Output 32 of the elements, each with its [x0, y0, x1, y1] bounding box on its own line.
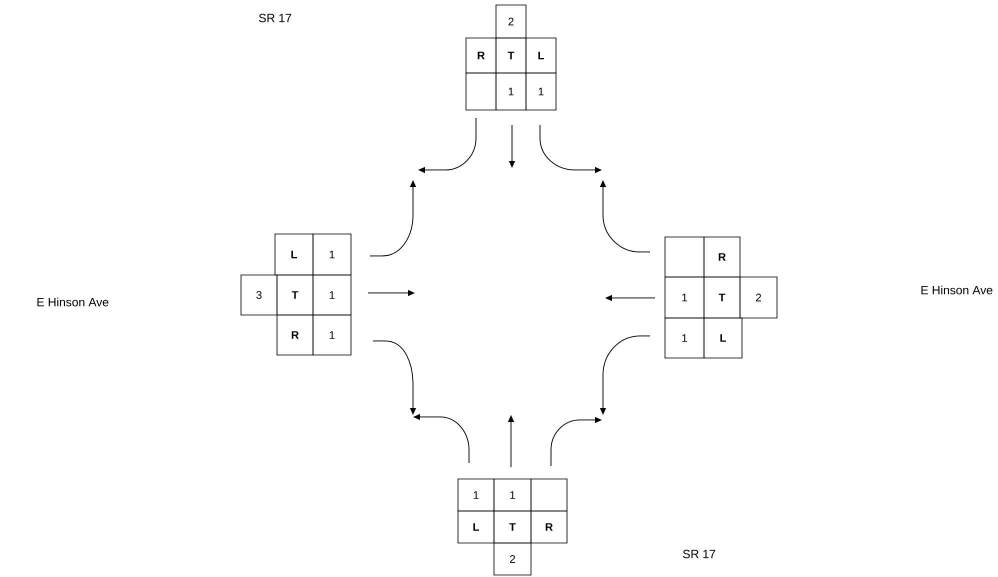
empty-cell	[466, 72, 496, 110]
street-label: E Hinson Ave	[921, 286, 992, 294]
lane-cell: L	[526, 38, 556, 74]
lane-cell: R	[704, 236, 740, 278]
lane-cell: 1	[664, 318, 704, 358]
lane-cell: 2	[740, 276, 778, 318]
lane-cell: 1	[312, 274, 352, 316]
lane-cell: 1	[312, 314, 352, 356]
street-label: E Hinson Ave	[37, 298, 108, 306]
lane-cell: T	[276, 274, 314, 316]
lane-cell: R	[276, 314, 314, 356]
lane-cell: 1	[494, 478, 532, 512]
lane-cell: L	[274, 234, 314, 276]
lane-cell: R	[466, 38, 496, 74]
lane-cell: L	[704, 318, 742, 358]
empty-cell	[664, 236, 704, 278]
lane-cell: 1	[458, 478, 494, 512]
lane-cell: T	[704, 276, 740, 318]
lane-cell: 1	[664, 276, 704, 318]
lane-cell: 2	[494, 542, 532, 576]
street-label: SR 17	[259, 14, 292, 22]
lane-cell: L	[458, 510, 494, 544]
empty-cell	[530, 478, 568, 512]
lane-cell: 1	[526, 72, 556, 110]
lane-cell: 1	[496, 72, 526, 110]
lane-cell: 3	[240, 274, 278, 316]
lane-cell: T	[496, 38, 526, 74]
lane-cell: R	[530, 510, 568, 544]
lane-cell: 1	[312, 234, 352, 276]
lane-cell: 2	[496, 4, 526, 38]
lane-cell: T	[494, 510, 532, 544]
street-label: SR 17	[683, 550, 716, 558]
